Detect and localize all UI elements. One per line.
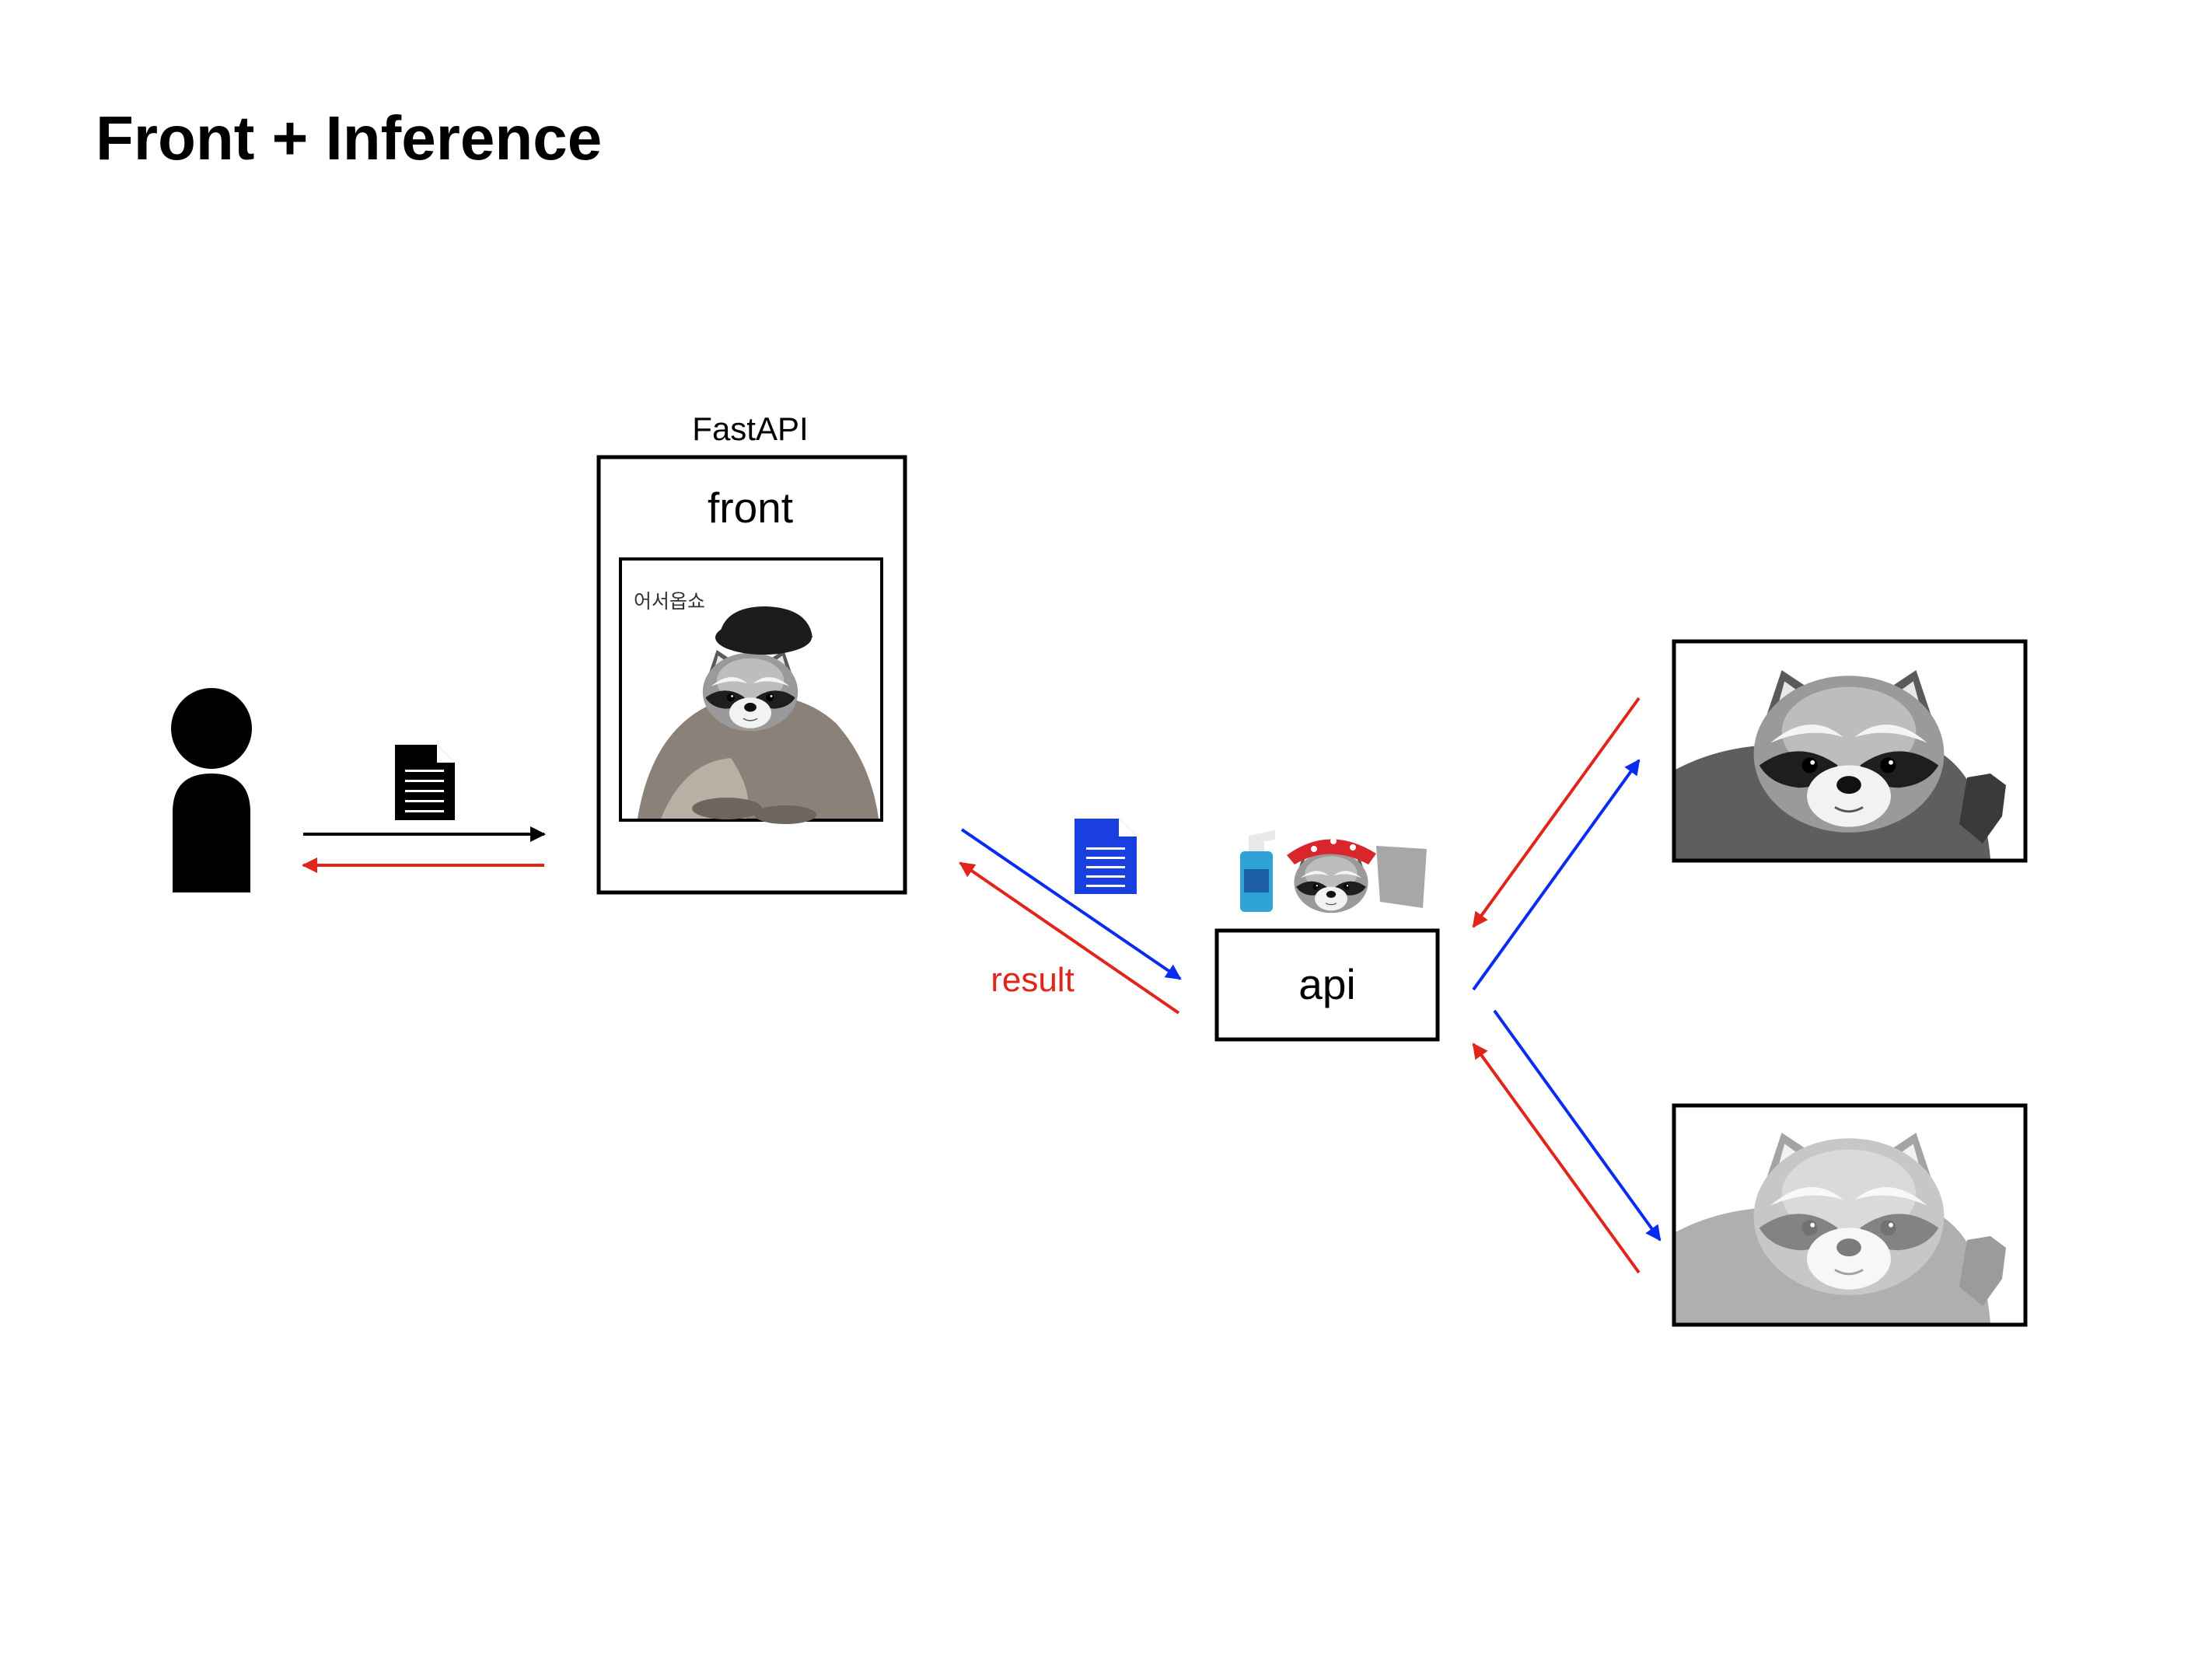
api-to-bottom-output-arrow — [1493, 1009, 1662, 1242]
raccoon-host-image — [638, 606, 879, 824]
api-to-top-output-arrow — [1472, 759, 1641, 991]
output-image-grayscale — [1672, 1103, 2028, 1327]
person-icon — [171, 688, 252, 892]
top-output-to-api-arrow — [1472, 697, 1641, 928]
page-title: Front + Inference — [96, 103, 602, 173]
api-service-label: api — [1298, 960, 1355, 1008]
front-service-label: front — [708, 484, 793, 532]
api-to-front-arrow — [959, 861, 1180, 1015]
bottom-output-to-api-arrow — [1472, 1043, 1641, 1274]
api-document-icon — [1075, 819, 1137, 894]
raccoon-cleaning-icon — [1240, 830, 1427, 913]
result-label: result — [991, 961, 1075, 999]
output-image-color — [1672, 639, 2028, 863]
front-screen-greeting: 어서옵쇼 — [634, 590, 705, 613]
front-to-api-arrow — [960, 828, 1182, 980]
api-service-box — [1214, 928, 1440, 1042]
request-document-icon — [395, 745, 455, 820]
framework-label: FastAPI — [692, 410, 808, 447]
